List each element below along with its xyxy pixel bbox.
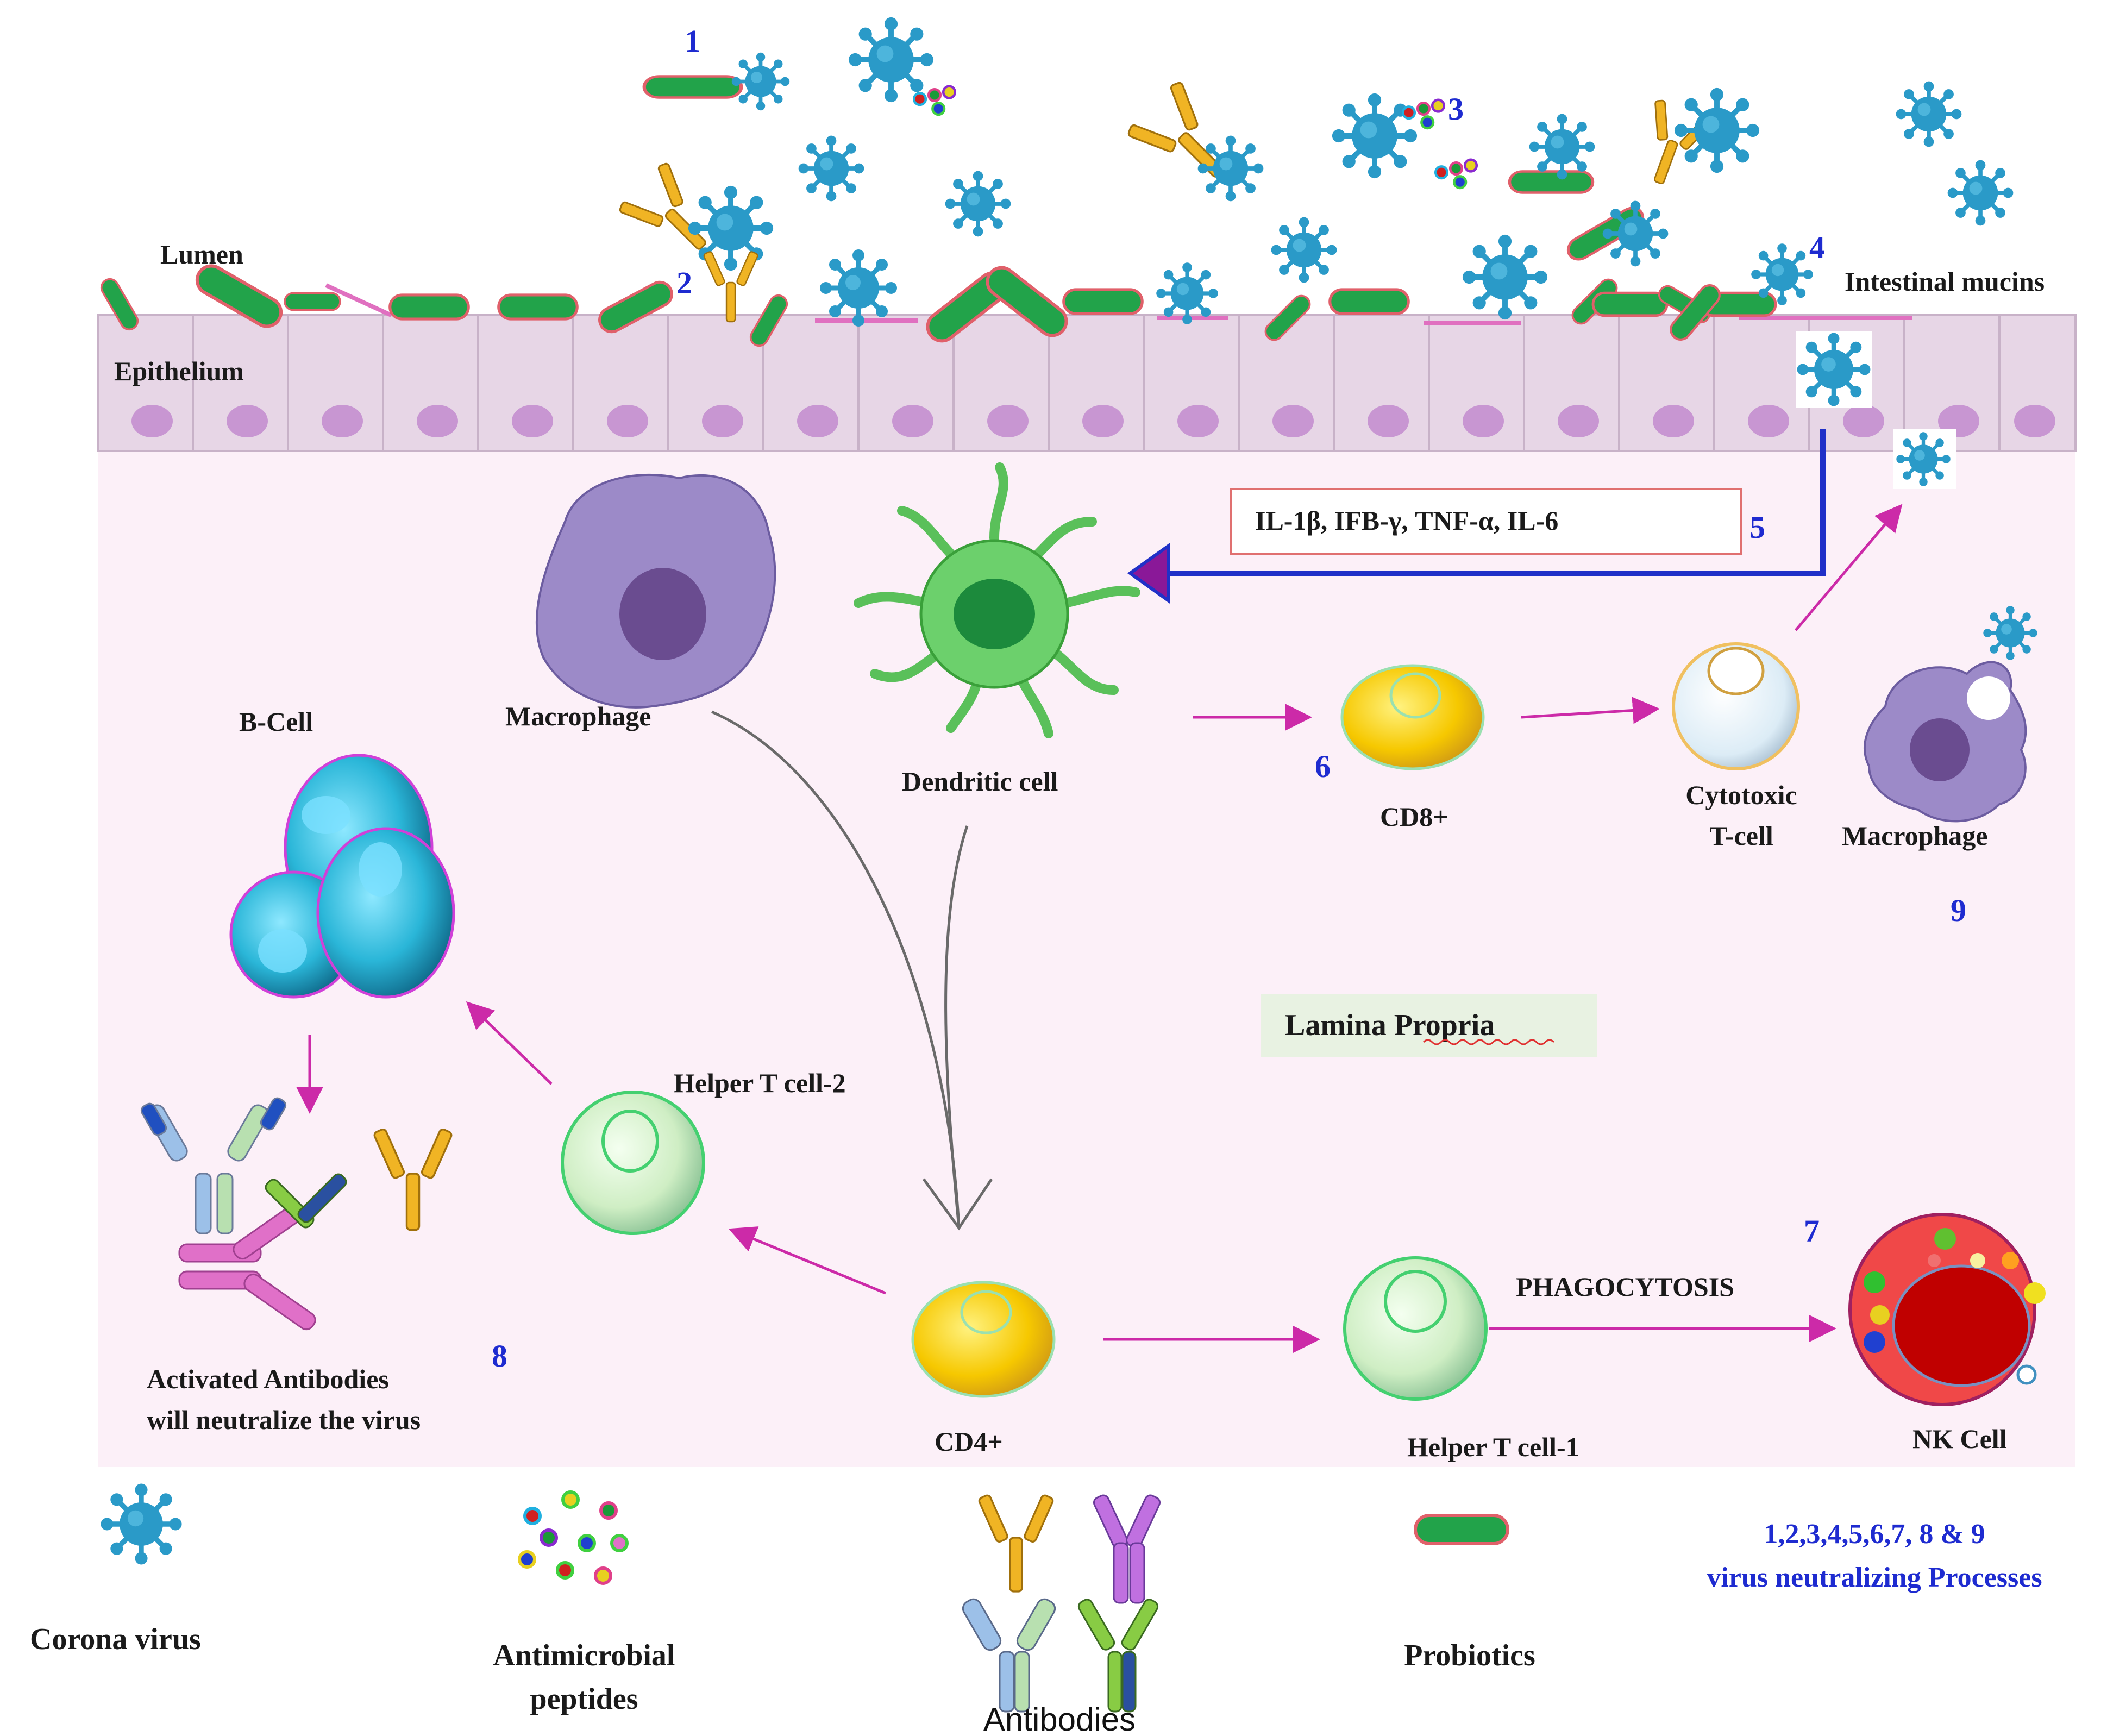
step-3: 3 bbox=[1448, 91, 1464, 127]
virus-crossing-epithelium bbox=[1796, 331, 1872, 408]
cd8-cell bbox=[1340, 664, 1485, 770]
activated-antibodies bbox=[140, 1097, 454, 1331]
step-1: 1 bbox=[685, 23, 700, 59]
legend-processes-line-2: virus neutralizing Processes bbox=[1707, 1562, 2042, 1593]
cd4-label: CD4+ bbox=[935, 1426, 1003, 1457]
mucin-strips bbox=[325, 283, 1912, 325]
b-cell-cluster bbox=[229, 754, 455, 999]
cytotoxic-t-cell bbox=[1672, 642, 1800, 770]
step-6: 6 bbox=[1315, 749, 1331, 784]
legend: Corona virus Antimicrobial peptides bbox=[30, 1483, 2042, 1736]
legend-probiotic-icon bbox=[1415, 1515, 1508, 1544]
epithelium-label: Epithelium bbox=[114, 356, 244, 386]
gray-arrows bbox=[711, 710, 993, 1231]
cytokine-label: IL-1β, IFB-γ, TNF-α, IL-6 bbox=[1255, 505, 1558, 536]
epithelium-layer bbox=[97, 314, 2077, 452]
lamina-propria-box bbox=[1261, 994, 1597, 1057]
lamina-propria-label: Lamina Propria bbox=[1285, 1008, 1495, 1042]
step-5: 5 bbox=[1749, 510, 1765, 545]
spellcheck-underline bbox=[1422, 1039, 1555, 1045]
macrophage-left bbox=[535, 474, 776, 709]
legend-corona-label: Corona virus bbox=[30, 1622, 201, 1656]
released-virus bbox=[1893, 429, 1956, 489]
legend-antibodies-label: Antibodies bbox=[983, 1701, 1136, 1736]
cytokine-box bbox=[1230, 488, 1742, 555]
phagocytosis-label: PHAGOCYTOSIS bbox=[1516, 1271, 1734, 1302]
lumen-contents bbox=[615, 17, 2014, 327]
helper-t-cell-1 bbox=[1343, 1256, 1488, 1401]
helper-t-cell-2 bbox=[561, 1091, 705, 1235]
cytotoxic-label-2: T-cell bbox=[1709, 820, 1773, 851]
legend-amp-label-1: Antimicrobial bbox=[493, 1639, 675, 1672]
b-cell-label: B-Cell bbox=[239, 706, 313, 737]
helper-t-cell-2-label: Helper T cell-2 bbox=[674, 1068, 846, 1098]
legend-amp-icon bbox=[518, 1490, 629, 1585]
macrophage-right bbox=[1864, 606, 2037, 823]
magenta-arrows bbox=[296, 504, 1903, 1353]
legend-amp-label-2: peptides bbox=[530, 1682, 638, 1716]
step-4: 4 bbox=[1809, 230, 1825, 265]
step-2: 2 bbox=[676, 265, 692, 300]
lumen-label: Lumen bbox=[160, 239, 243, 270]
step-9: 9 bbox=[1951, 893, 1966, 928]
macrophage-left-label: Macrophage bbox=[505, 701, 651, 731]
dendritic-cell-label: Dendritic cell bbox=[902, 766, 1058, 797]
cytotoxic-label-1: Cytotoxic bbox=[1685, 780, 1797, 810]
legend-processes-line-1: 1,2,3,4,5,6,7, 8 & 9 bbox=[1764, 1519, 1985, 1550]
cd8-label: CD8+ bbox=[1380, 801, 1448, 832]
legend-virus-icon bbox=[101, 1483, 181, 1564]
antibodies-note-line-1: Activated Antibodies bbox=[147, 1364, 389, 1394]
nk-cell-label: NK Cell bbox=[1912, 1424, 2007, 1454]
legend-probiotics-label: Probiotics bbox=[1404, 1639, 1535, 1672]
signal-arrow-to-dendritic bbox=[1127, 429, 1826, 604]
intestinal-mucins-label: Intestinal mucins bbox=[1845, 266, 2045, 297]
macrophage-right-label: Macrophage bbox=[1842, 820, 1987, 851]
cd4-cell bbox=[911, 1281, 1056, 1398]
step-7: 7 bbox=[1804, 1213, 1820, 1249]
dendritic-cell bbox=[854, 462, 1140, 738]
nk-cell bbox=[1848, 1213, 2046, 1406]
legend-antibodies-icon bbox=[962, 1493, 1161, 1713]
helper-t-cell-1-label: Helper T cell-1 bbox=[1407, 1432, 1579, 1462]
step-8: 8 bbox=[492, 1338, 507, 1374]
antibodies-note-line-2: will neutralize the virus bbox=[147, 1405, 421, 1435]
